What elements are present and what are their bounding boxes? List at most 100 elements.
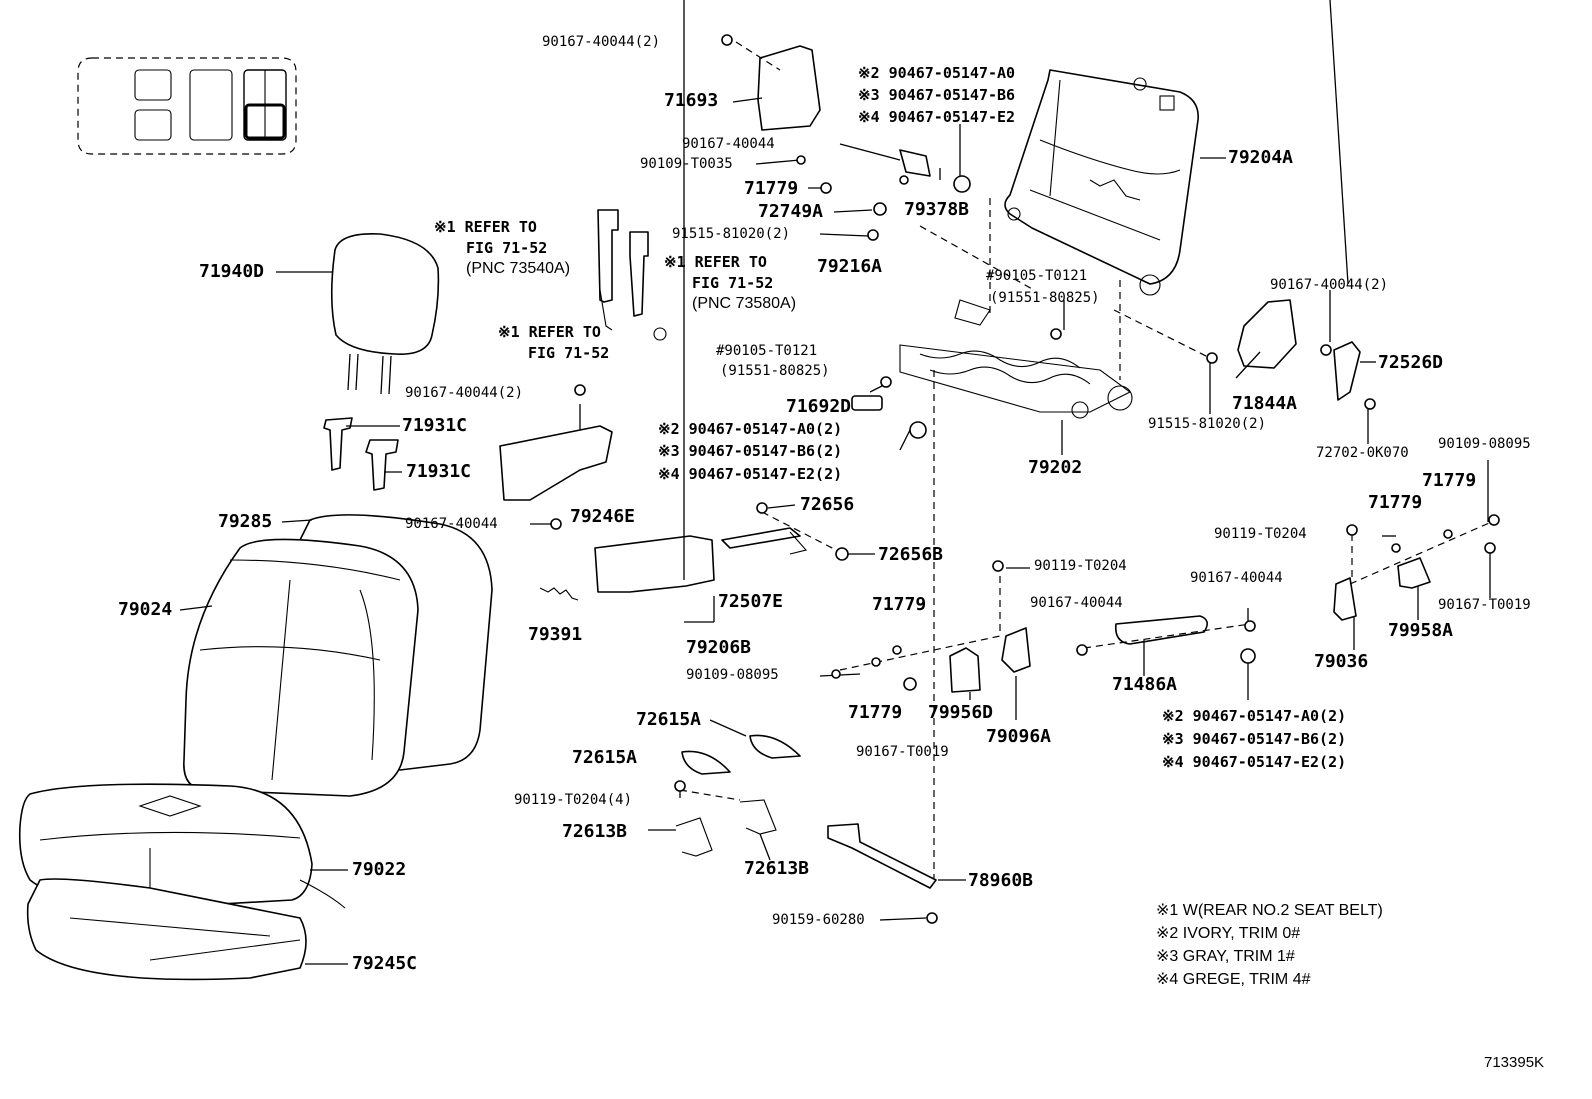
part-label-79206B: 79206B [686, 637, 752, 658]
part-label-71779-d: 71779 [1368, 492, 1423, 513]
note-label-n4: ※2 90467-05147-A0(2) [658, 420, 843, 438]
part-label-79391: 79391 [528, 624, 583, 645]
fastener-label-f20: 90109-08095 [686, 667, 779, 683]
bracket-79096A-shape [1001, 627, 1031, 673]
bracket-72613B-a-shape [675, 817, 713, 857]
fastener-label-f10: 90167-40044 [405, 516, 498, 532]
part-label-79204A: 79204A [1228, 147, 1294, 168]
fastener-label-f14: 90109-08095 [1438, 436, 1531, 452]
part-label-79024: 79024 [118, 599, 173, 620]
ref-label-r1c: (PNC 73540A) [466, 260, 571, 277]
part-label-71779-b: 71779 [872, 594, 927, 615]
note-label-n2: ※3 90467-05147-B6 [858, 86, 1016, 104]
note-label-n1: ※2 90467-05147-A0 [858, 64, 1016, 82]
part-label-72656: 72656 [800, 494, 855, 515]
ref-label-r2a: ※1 REFER TO [664, 253, 767, 271]
part-label-79956D: 79956D [928, 702, 994, 723]
legend-item-1: ※1 W(REAR NO.2 SEAT BELT) [1156, 902, 1383, 919]
seatback-frame-shapes [1004, 69, 1199, 296]
cover-79956D-shape [949, 647, 981, 693]
part-label-79958A: 79958A [1388, 620, 1454, 641]
leader-lines [179, 0, 1491, 965]
fastener-label-f15: 90119-T0204 [1214, 526, 1307, 542]
spring-79391-shape [539, 587, 579, 601]
part-label-71693: 71693 [664, 90, 719, 111]
legend-item-2: ※2 IVORY, TRIM 0# [1156, 925, 1301, 942]
rail-78960B-shape [827, 823, 937, 889]
part-label-72507E: 72507E [718, 591, 784, 612]
part-label-79246E: 79246E [570, 506, 636, 527]
cover-72526D-shape [1333, 341, 1361, 401]
headrest-shape [330, 233, 440, 395]
cover-79958A-shape [1397, 557, 1431, 589]
note-label-n5: ※3 90467-05147-B6(2) [658, 442, 843, 460]
part-label-72749A: 72749A [758, 201, 824, 222]
part-label-71844A: 71844A [1232, 393, 1298, 414]
legend-item-4: ※4 GREGE, TRIM 4# [1156, 971, 1311, 988]
fastener-label-f17: 90119-T0204 [1034, 558, 1127, 574]
part-label-72656B: 72656B [878, 544, 944, 565]
part-label-71779-a: 71779 [744, 178, 799, 199]
cover-71844A-shape [1237, 299, 1297, 369]
fastener-label-f4: 91515-81020(2) [672, 226, 791, 242]
part-label-72615A-a: 72615A [636, 709, 702, 730]
ref-label-r1a: ※1 REFER TO [434, 218, 537, 236]
fastener-label-f7: #90105-T0121 [716, 343, 818, 359]
ref-label-r2b: FIG 71-52 [692, 274, 774, 292]
part-label-79202: 79202 [1028, 457, 1083, 478]
fastener-label-f22: 90119-T0204(4) [514, 792, 633, 808]
part-label-71779-e: 71779 [1422, 470, 1477, 491]
part-label-71486A: 71486A [1112, 674, 1178, 695]
fastener-label-f21: 90167-T0019 [856, 744, 949, 760]
assembly-dashed-lines [679, 41, 1497, 878]
bracket-72613B-b-shape [739, 799, 777, 835]
seat-frame-shapes [899, 299, 1133, 419]
legend-item-3: ※3 GRAY, TRIM 1# [1156, 948, 1295, 965]
fastener-label-f11: 90167-40044(2) [1270, 277, 1389, 293]
handle-71486A-shape [1114, 615, 1208, 645]
ref-label-r2c: (PNC 73580A) [692, 295, 797, 312]
note-label-n9: ※4 90467-05147-E2(2) [1162, 753, 1347, 771]
cover-72615A-a-shape [749, 734, 801, 759]
fastener-label-f8: (91551-80825) [720, 363, 830, 379]
fastener-glyphs [550, 34, 1500, 924]
fastener-label-f12: 91515-81020(2) [1148, 416, 1267, 432]
fastener-label-f13: 72702-0K070 [1316, 445, 1409, 461]
figure-id: 713395K [1484, 1054, 1545, 1071]
part-label-78960B: 78960B [968, 870, 1034, 891]
side-cover-71693-shape [757, 45, 821, 131]
bracket-79036-shape [1333, 577, 1357, 621]
headrest-guide-shapes [323, 417, 399, 491]
fastener-label-f19: 90167-40044 [1030, 595, 1123, 611]
part-label-79036: 79036 [1314, 651, 1369, 672]
cover-72615A-b-shape [681, 750, 731, 775]
side-cover-79246E-shape [499, 425, 613, 501]
part-label-79216A: 79216A [817, 256, 883, 277]
fastener-label-f1: 90167-40044(2) [542, 34, 661, 50]
part-label-71692D: 71692D [786, 396, 852, 417]
note-label-n6: ※4 90467-05147-E2(2) [658, 465, 843, 483]
part-label-71931C-b: 71931C [406, 461, 472, 482]
part-label-79245C: 79245C [352, 953, 418, 974]
fastener-label-f6: (91551-80825) [990, 290, 1100, 306]
part-label-79378B: 79378B [904, 199, 970, 220]
fastener-label-f9: 90167-40044(2) [405, 385, 524, 401]
note-label-n3: ※4 90467-05147-E2 [858, 108, 1016, 126]
part-label-71940D: 71940D [199, 261, 265, 282]
part-label-72613B-b: 72613B [744, 858, 810, 879]
seat-location-thumbnail [77, 57, 297, 155]
part-label-79285: 79285 [218, 511, 273, 532]
seatback-shapes [183, 514, 493, 797]
part-label-72615A-b: 72615A [572, 747, 638, 768]
note-label-n7: ※2 90467-05147-A0(2) [1162, 707, 1347, 725]
ref-label-r1b: FIG 71-52 [466, 239, 548, 257]
lever-71692D-shape [851, 395, 883, 411]
lever-79378B-shape [899, 149, 931, 177]
fastener-label-f23: 90159-60280 [772, 912, 865, 928]
fastener-label-f2: 90167-40044 [682, 136, 775, 152]
ref-label-r3b: FIG 71-52 [528, 344, 610, 362]
fastener-label-f16: 90167-T0019 [1438, 597, 1531, 613]
fastener-label-f5: #90105-T0121 [986, 268, 1088, 284]
note-label-n8: ※3 90467-05147-B6(2) [1162, 730, 1347, 748]
